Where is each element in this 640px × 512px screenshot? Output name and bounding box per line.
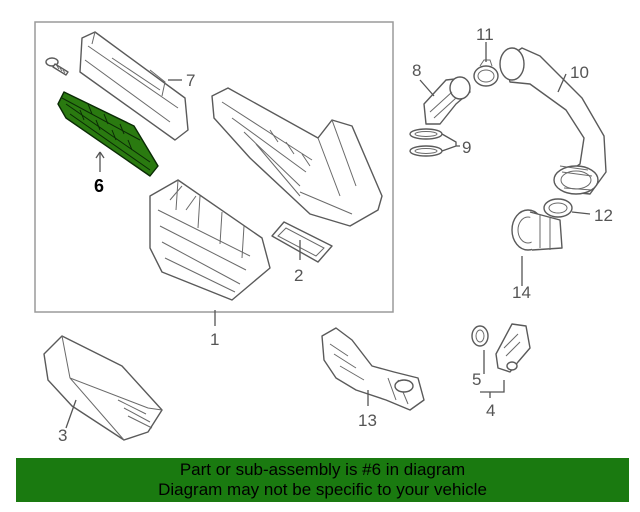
bolt-part <box>45 57 69 76</box>
callout-5: 5 <box>472 370 481 389</box>
callout-12: 12 <box>594 206 613 225</box>
banner-line-1: Part or sub-assembly is #6 in diagram <box>179 460 466 479</box>
callout-9: 9 <box>462 138 471 157</box>
breather-hose-part[interactable] <box>321 327 425 411</box>
intake-hose-part[interactable] <box>499 47 607 195</box>
upper-air-box-part[interactable] <box>211 87 383 227</box>
callout-11: 11 <box>476 25 494 44</box>
callout-13: 13 <box>358 411 377 430</box>
gasket-part[interactable] <box>271 221 333 263</box>
callout-3: 3 <box>58 426 67 445</box>
hose-clamps-part[interactable] <box>409 128 443 157</box>
callout-4: 4 <box>486 401 495 420</box>
callout-labels: 1 2 3 4 5 6 7 8 9 10 11 12 13 14 <box>58 25 613 445</box>
banner-line-2: Diagram may not be specific to your vehi… <box>158 480 487 499</box>
lower-air-box-part[interactable] <box>149 179 271 301</box>
clamp-part[interactable] <box>473 59 499 87</box>
inlet-duct-part[interactable] <box>43 335 163 441</box>
callout-10: 10 <box>570 63 589 82</box>
callout-7: 7 <box>186 71 195 90</box>
callout-1: 1 <box>210 330 219 349</box>
maf-sensor-part[interactable] <box>511 209 563 251</box>
grommet-part[interactable] <box>471 325 489 347</box>
ring-clamp-part[interactable] <box>543 198 573 218</box>
upper-housing-cover-part[interactable] <box>79 31 189 141</box>
callout-14: 14 <box>512 283 531 302</box>
callout-8: 8 <box>412 61 421 80</box>
assembly-frame <box>34 21 394 313</box>
callout-6: 6 <box>94 176 104 196</box>
air-filter-element-part[interactable] <box>57 91 159 177</box>
bracket-part[interactable] <box>495 323 531 373</box>
callout-2: 2 <box>294 266 303 285</box>
elbow-hose-part[interactable] <box>423 76 471 125</box>
leader-lines <box>65 42 591 429</box>
fitment-banner: Part or sub-assembly is #6 in diagram Di… <box>16 458 629 502</box>
